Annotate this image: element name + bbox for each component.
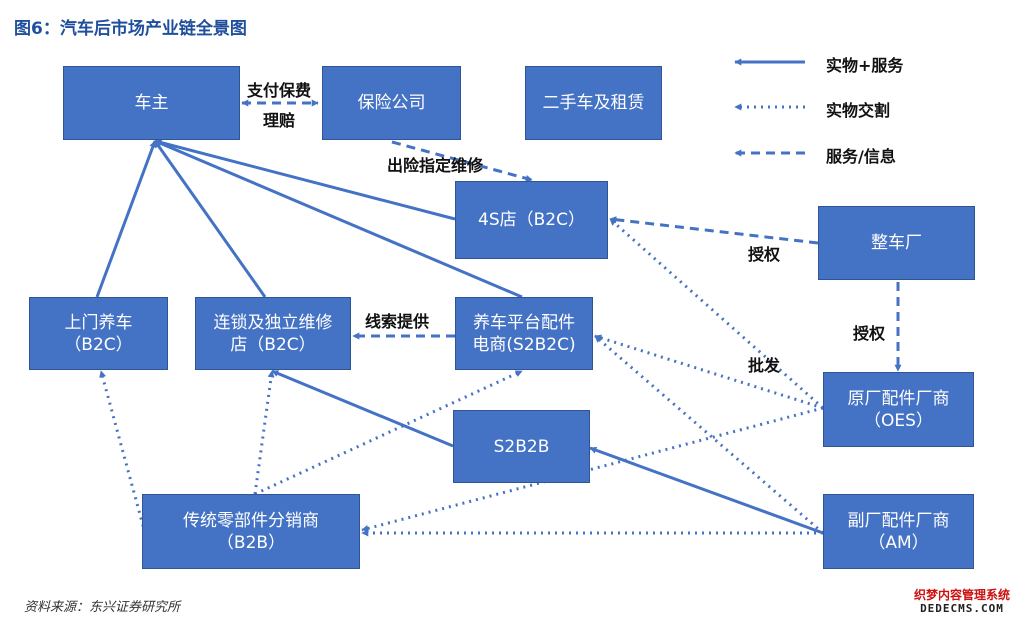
edge-insurer-4s (391, 140, 533, 182)
node-used-car-rental: 二手车及租赁 (525, 66, 662, 140)
node-am-supplier: 副厂配件厂商 （AM） (823, 494, 974, 569)
figure-title: 图6：汽车后市场产业链全景图 (14, 19, 247, 39)
edge-4s-owner (154, 139, 456, 221)
label-wholesale: 批发 (748, 356, 781, 375)
edge-am-s2b2b (589, 446, 824, 535)
edge-oes-distributor (361, 406, 824, 532)
node-parts-platform: 养车平台配件 电商(S2B2C) (455, 297, 593, 370)
legend-dashed-label: 服务/信息 (826, 147, 896, 166)
edge-oem-4s (609, 216, 819, 245)
legend-dotted-label: 实物交割 (826, 101, 891, 120)
edge-mobile-owner (95, 140, 157, 298)
source-note: 资料来源：东兴证券研究所 (24, 600, 181, 615)
node-s2b2b: S2B2B (453, 410, 590, 483)
label-leads: 线索提供 (365, 312, 430, 331)
edge-s2b2b-repair (271, 369, 454, 448)
label-authorize-oes: 授权 (853, 324, 886, 343)
node-mobile-service: 上门养车 （B2C） (29, 297, 168, 370)
watermark-logo: 织梦内容管理系统 DEDECMS.COM (913, 588, 1010, 615)
edge-distributor-mobile (99, 370, 147, 534)
edge-am-platform (594, 334, 824, 535)
edge-oes-platform (594, 334, 824, 410)
node-4s-dealer: 4S店（B2C） (455, 181, 608, 259)
legend-solid-label: 实物+服务 (826, 56, 904, 75)
label-payment: 支付保费 理赔 (247, 81, 312, 130)
node-insurer: 保险公司 (322, 66, 461, 140)
edge-platform-owner (154, 139, 523, 299)
node-oes-supplier: 原厂配件厂商 （OES） (823, 372, 974, 447)
label-authorize-dealer: 授权 (748, 245, 781, 264)
edge-oes-4s (609, 217, 824, 410)
node-oem: 整车厂 (818, 206, 975, 280)
node-distributor: 传统零部件分销商 （B2B） (142, 494, 360, 569)
edge-repair-owner (153, 140, 267, 298)
node-owner: 车主 (63, 66, 240, 140)
node-chain-repair: 连锁及独立维修 店（B2C） (195, 297, 351, 370)
edge-distributor-repair (253, 370, 275, 495)
label-designated-repair: 出险指定维修 (387, 156, 484, 175)
